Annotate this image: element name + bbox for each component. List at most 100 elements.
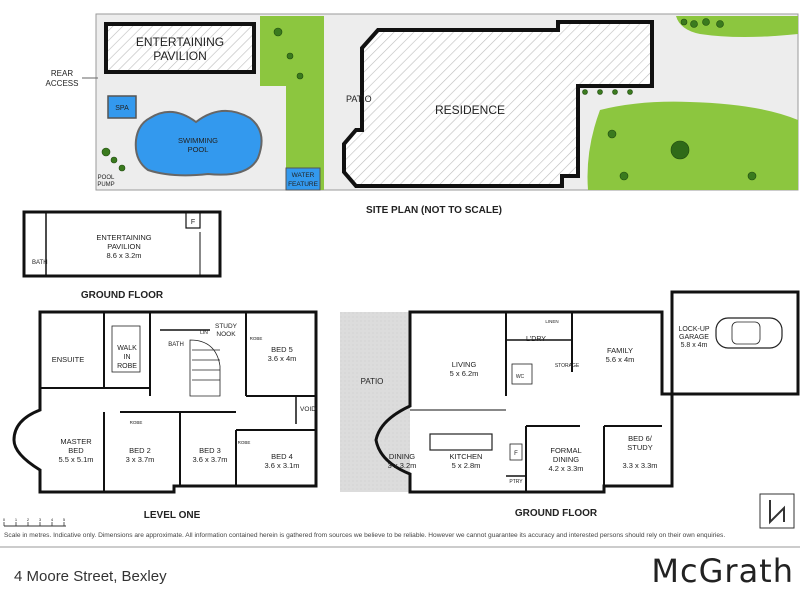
pantry-fridge — [509, 443, 523, 461]
pavilion-name-1: ENTERTAINING — [96, 233, 151, 242]
garage-label-1: LOCK-UP — [678, 326, 709, 333]
master-bed-label-2: BED — [68, 446, 84, 455]
pavilion-f-label: F — [191, 219, 195, 226]
level-one-walls — [12, 310, 318, 494]
footer-disclaimer: Scale in metres. Indicative only. Dimens… — [4, 532, 726, 539]
bed6-label-1: BED 6/ — [628, 434, 653, 443]
wc-label: WC — [516, 374, 525, 380]
bed2-size: 3 x 3.7m — [126, 455, 155, 464]
pantry-label: PTRY — [509, 479, 523, 485]
void-label: VOID — [300, 406, 316, 413]
shrubs — [101, 18, 757, 181]
family-size: 5.6 x 4m — [606, 355, 635, 364]
ground-floor-caption: GROUND FLOOR — [515, 508, 598, 519]
kitchen-size: 5 x 2.8m — [452, 461, 481, 470]
walk-in-robe-label-1: WALK — [117, 345, 137, 352]
scale-tick-2: 2 — [27, 517, 30, 522]
bed2-robe-label: ROBE — [130, 420, 143, 425]
bed3-label: BED 3 — [199, 446, 221, 455]
pool-pump-label-2: PUMP — [97, 182, 114, 188]
ensuite-label: ENSUITE — [52, 355, 85, 364]
bed3-robe-label: ROBE — [238, 440, 251, 445]
garage-label-2: GARAGE — [679, 334, 709, 341]
pavilion-bath-walls — [23, 211, 47, 277]
ground-patio-label: PATIO — [361, 377, 384, 386]
kitchen-label: KITCHEN — [450, 452, 483, 461]
garage-size: 5.8 x 4m — [681, 342, 708, 349]
bed2-label: BED 2 — [129, 446, 151, 455]
formal-dining-label-2: DINING — [553, 455, 579, 464]
ground-patio — [340, 312, 410, 492]
master-bed-size: 5.5 x 5.1m — [58, 455, 93, 464]
storage-label: STORAGE — [555, 363, 580, 369]
pavilion-caption: GROUND FLOOR — [81, 290, 164, 301]
bed4-size: 3.6 x 3.1m — [264, 461, 299, 470]
site-pavilion-label-1: ENTERTAINING — [136, 35, 224, 49]
scale-bar: 0 1 2 3 4 5 — [3, 517, 66, 527]
water-feature — [285, 167, 321, 191]
entertaining-pavilion-footprint — [104, 22, 256, 74]
family-label: FAMILY — [607, 346, 633, 355]
scale-tick-1: 1 — [15, 517, 18, 522]
water-feature-label-2: FEATURE — [288, 181, 319, 188]
spa — [107, 95, 137, 119]
walk-in-robe-label-3: ROBE — [117, 363, 137, 370]
bed4-label: BED 4 — [271, 452, 293, 461]
level-one-stairs — [111, 325, 221, 397]
residence-footprint — [342, 20, 654, 188]
kitchen-island — [429, 433, 493, 451]
walk-in-robe-label-2: IN — [124, 354, 131, 361]
bed6-label-2: STUDY — [627, 443, 652, 452]
property-address: 4 Moore Street, Bexley — [14, 568, 167, 585]
scale-tick-3: 3 — [39, 517, 42, 522]
study-nook-label-2: NOOK — [216, 331, 236, 338]
laundry-label: L'DRY — [526, 336, 546, 343]
rear-access-label-2: ACCESS — [46, 79, 79, 88]
site-patio-label: PATIO — [346, 94, 372, 104]
pavilion-bath-label: BATH — [32, 260, 48, 266]
formal-dining-size: 4.2 x 3.3m — [548, 464, 583, 473]
master-bed-label-1: MASTER — [60, 437, 92, 446]
living-size: 5 x 6.2m — [450, 369, 479, 378]
spa-label: SPA — [115, 105, 129, 112]
site-plan-title: SITE PLAN (NOT TO SCALE) — [366, 205, 502, 216]
dining-size: 3 x 3.2m — [388, 461, 417, 470]
pavilion-size: 8.6 x 3.2m — [106, 251, 141, 260]
ground-floor-walls — [374, 290, 800, 494]
pavilion-fridge-box — [185, 211, 201, 229]
car-icon — [715, 317, 783, 349]
formal-dining-label-1: FORMAL — [550, 446, 581, 455]
pool-label-1: SWIMMING — [178, 136, 218, 145]
residence-label: RESIDENCE — [435, 103, 505, 117]
dining-label: DINING — [389, 452, 415, 461]
site-pavilion-label-2: PAVILION — [153, 49, 207, 63]
level-one-linen-label: LIN — [200, 330, 208, 336]
kitchen-f-label: F — [514, 451, 518, 457]
scale-tick-5: 5 — [63, 517, 66, 522]
linen-label: LINEN — [545, 319, 558, 324]
compass-icon — [759, 493, 795, 529]
agency-logo: McGrath — [651, 552, 794, 590]
study-nook-label-1: STUDY — [215, 323, 238, 330]
level-one-bath-label: BATH — [168, 342, 184, 348]
laundry-tub — [511, 363, 533, 385]
rear-access-label-1: REAR — [51, 69, 73, 78]
pool-pump-label-1: POOL — [98, 175, 115, 181]
bed6-size: 3.3 x 3.3m — [622, 461, 657, 470]
site-plan: ENTERTAINING PAVILION RESIDENCE REAR ACC… — [46, 13, 799, 216]
water-feature-label-1: WATER — [292, 172, 315, 179]
bed5-size: 3.6 x 4m — [268, 354, 297, 363]
pool-label-2: POOL — [188, 145, 209, 154]
pavilion-plan — [22, 210, 222, 278]
scale-tick-0: 0 — [3, 517, 6, 522]
bed5-robe-label: ROBE — [250, 336, 263, 341]
rear-lawn — [260, 16, 324, 86]
scale-tick-4: 4 — [51, 517, 54, 522]
front-lawn — [587, 101, 798, 190]
swimming-pool — [134, 110, 263, 177]
living-label: LIVING — [452, 360, 477, 369]
bed5-label: BED 5 — [271, 345, 293, 354]
bed3-size: 3.6 x 3.7m — [192, 455, 227, 464]
pavilion-name-2: PAVILION — [107, 242, 140, 251]
